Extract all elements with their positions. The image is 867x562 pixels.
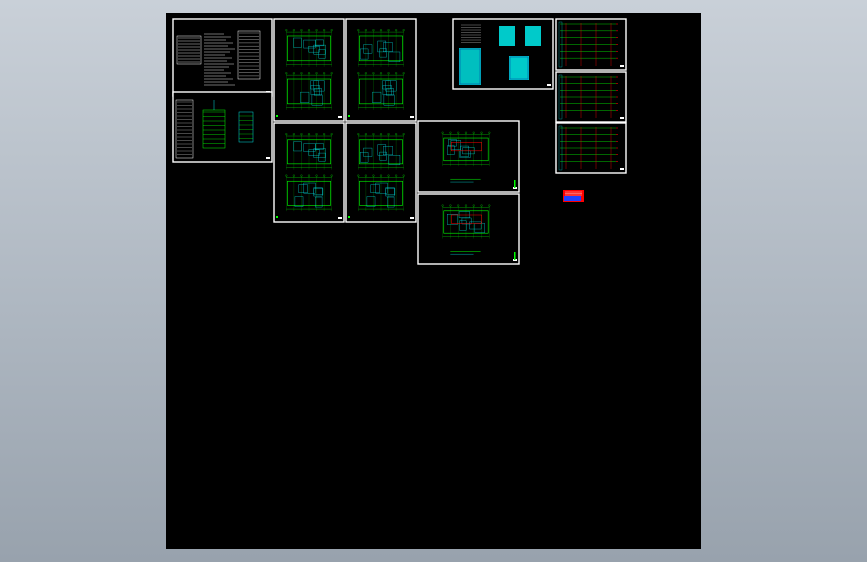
sheet-floor-plan-3[interactable]	[273, 122, 345, 223]
title-block	[620, 65, 624, 67]
sheet-frame	[417, 193, 520, 265]
annotation-blue-box	[564, 196, 581, 201]
annotation-block[interactable]	[563, 190, 584, 202]
title-block	[547, 84, 551, 86]
title-block	[338, 217, 342, 219]
sheet-roof-plan[interactable]	[417, 120, 520, 193]
title-block	[266, 157, 270, 159]
drawing-canvas[interactable]	[166, 13, 701, 549]
sheet-frame	[172, 18, 273, 97]
title-block	[620, 168, 624, 170]
sheet-floor-plan-4[interactable]	[345, 122, 417, 223]
sheet-riser-diagram-3[interactable]	[555, 122, 627, 174]
title-block	[410, 217, 414, 219]
title-block	[338, 116, 342, 118]
sheet-general-notes[interactable]	[172, 18, 273, 97]
sheet-riser-diagram-1[interactable]	[555, 18, 627, 71]
sheet-site-plan[interactable]	[417, 193, 520, 265]
sheet-cover-sheet[interactable]	[452, 18, 554, 90]
sheet-floor-plan-2[interactable]	[345, 18, 417, 122]
sheet-floor-plan-1[interactable]	[273, 18, 345, 122]
sheet-system-diagram[interactable]	[172, 91, 273, 163]
title-block	[620, 117, 624, 119]
title-block	[410, 116, 414, 118]
sheet-riser-diagram-2[interactable]	[555, 71, 627, 123]
sheet-frame	[172, 91, 273, 163]
cad-model-viewport[interactable]	[166, 13, 701, 549]
